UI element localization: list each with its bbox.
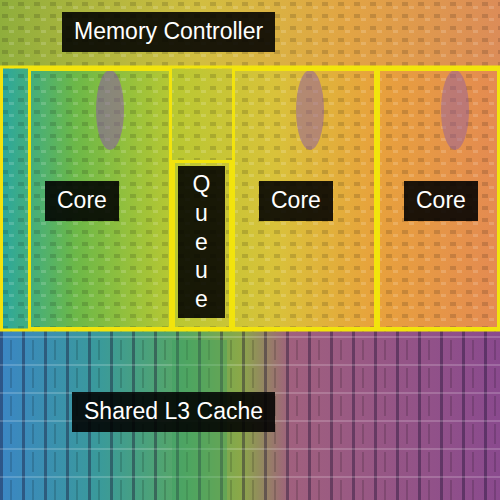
region-label: Queue xyxy=(178,166,225,318)
memory-controller-label: Memory Controller xyxy=(62,12,275,52)
cache-label: Shared L3 Cache xyxy=(72,392,275,432)
region-label: Core xyxy=(45,181,119,221)
region-label: Memory Controller xyxy=(62,12,275,52)
region-label: Core xyxy=(404,181,478,221)
region-label: Core xyxy=(259,181,333,221)
core-region: Core xyxy=(377,68,500,330)
core-region: Core xyxy=(232,68,377,330)
core-region: Core xyxy=(28,68,172,330)
queue-region: Queue xyxy=(172,160,232,330)
region-label: Shared L3 Cache xyxy=(72,392,275,432)
